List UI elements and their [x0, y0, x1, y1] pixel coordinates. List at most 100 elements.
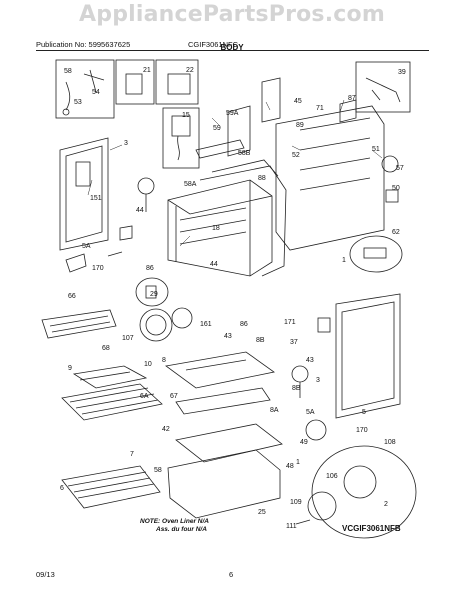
callout: 39	[398, 69, 406, 76]
publication-number: Publication No: 5995637625	[36, 40, 131, 49]
callout: 51	[372, 146, 380, 153]
section-title: BODY	[220, 43, 244, 52]
callout: 50	[392, 185, 400, 192]
callout: 151	[90, 195, 102, 202]
callout: 8	[162, 357, 166, 364]
callout: 25	[258, 509, 266, 516]
callout: 6	[60, 485, 64, 492]
callout: 3	[316, 377, 320, 384]
door-panel	[59, 137, 109, 251]
callout: 43	[224, 333, 232, 340]
callout: 22	[186, 67, 194, 74]
callout: 5A	[306, 409, 315, 416]
callout: 6A	[140, 393, 149, 400]
callout: 108	[384, 439, 396, 446]
callout: 10	[144, 361, 152, 368]
callout: 15	[182, 112, 190, 119]
watermark: AppliancePartsPros.com	[79, 2, 385, 27]
side-panel-right	[335, 293, 401, 419]
fan-motor-detail	[311, 445, 417, 539]
oven-rack-6	[61, 465, 161, 509]
broil-element	[41, 309, 117, 339]
page-number: 6	[229, 570, 234, 579]
side-trim-45	[261, 77, 281, 123]
callout: 109	[290, 499, 302, 506]
callout: 5A	[82, 243, 91, 250]
callout: 88	[258, 175, 266, 182]
callout: 111	[286, 523, 297, 530]
callout: 68	[102, 345, 110, 352]
model-number: CGIF3061NFC	[188, 40, 239, 49]
callout: 52	[292, 152, 300, 159]
callout: 2	[384, 501, 388, 508]
callout: 1	[342, 257, 346, 264]
broil-pan	[72, 365, 148, 389]
note-oven-liner: NOTE: Oven Liner N/A	[140, 518, 209, 525]
oven-cavity	[167, 179, 273, 277]
callout: 67	[170, 393, 178, 400]
callout: 62	[392, 229, 400, 236]
callout: 1	[296, 459, 300, 466]
callout: 49	[300, 439, 308, 446]
callout-labels: 58 21 22 54 53 39 45 87 71 3 59A 59 89 5…	[60, 67, 406, 530]
side-trim-59a	[227, 105, 251, 157]
part-box-wiring	[55, 59, 115, 119]
bottom-panel-42	[175, 423, 283, 463]
callout: 45	[294, 98, 302, 105]
callout: 3	[124, 140, 128, 147]
header-rule	[36, 50, 429, 51]
insulation-blanket	[199, 165, 287, 277]
callout: 48	[286, 463, 294, 470]
footer-date: 09/13	[36, 570, 55, 579]
callout: 53	[74, 99, 82, 106]
callout: 89	[296, 122, 304, 129]
callout: 54	[92, 89, 100, 96]
oven-rack-6a	[61, 383, 163, 421]
callout: 58A	[184, 181, 197, 188]
callout: 59	[213, 125, 221, 132]
callout: 42	[162, 426, 170, 433]
callout: 21	[143, 67, 151, 74]
note-oven-liner-french: Ass. du four N/A	[155, 526, 207, 533]
convection-fan-107	[139, 308, 173, 342]
callout: 106	[326, 473, 338, 480]
sensor-44	[137, 177, 155, 195]
callout: 44	[136, 207, 144, 214]
oven-bottom-8	[165, 351, 275, 389]
diagram-code: VCGIF3061NFB	[342, 524, 401, 533]
bake-element-67	[175, 387, 271, 415]
callout: 86	[146, 265, 154, 272]
callout: 5	[362, 409, 366, 416]
callout: 59A	[226, 110, 239, 117]
callout: 71	[316, 105, 324, 112]
callout: 29	[150, 291, 158, 298]
callout: 161	[200, 321, 212, 328]
callout: 44	[210, 261, 218, 268]
part-box-22	[155, 59, 199, 105]
callout: 171	[284, 319, 296, 326]
callout: 8B	[292, 385, 301, 392]
callout: 37	[290, 339, 298, 346]
detail-circle-62	[349, 235, 403, 273]
callout: 8A	[270, 407, 279, 414]
callout: 170	[92, 265, 104, 272]
back-panel	[275, 105, 385, 251]
callout: 58B	[238, 150, 251, 157]
callout: 107	[122, 335, 134, 342]
storage-drawer-25	[167, 449, 281, 519]
callout: 9	[68, 365, 72, 372]
callout: 57	[396, 165, 404, 172]
part-box-39	[355, 61, 411, 113]
callout: 58	[64, 68, 72, 75]
callout: 87	[348, 95, 356, 102]
callout: 7	[130, 451, 134, 458]
callout: 66	[68, 293, 76, 300]
callout: 43	[306, 357, 314, 364]
part-box-15	[162, 107, 200, 169]
callout: 8B	[256, 337, 265, 344]
callout: 18	[212, 225, 220, 232]
callout: 86	[240, 321, 248, 328]
callout: 58	[154, 467, 162, 474]
part-box-21	[115, 59, 155, 105]
